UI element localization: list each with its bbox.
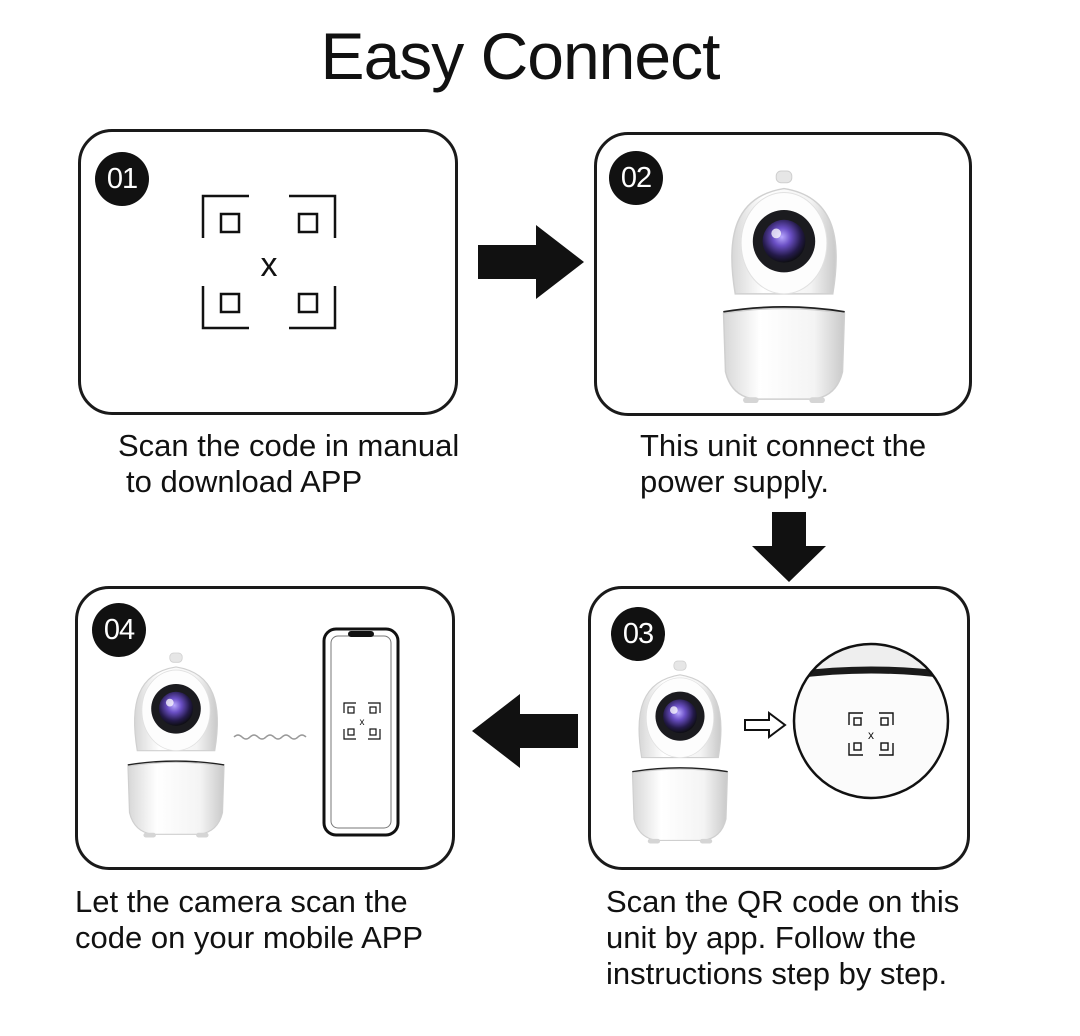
step-1-caption-line-1: Scan the code in manual	[118, 428, 460, 463]
magnifier-icon: x	[792, 642, 950, 800]
step-2-number-badge: 02	[609, 151, 663, 205]
page-title: Easy Connect	[320, 19, 721, 93]
step-3-caption: Scan the QR code on this unit by app. Fo…	[606, 884, 959, 992]
step-3-caption-line-1: Scan the QR code on this	[606, 884, 960, 919]
arrow-left-icon	[472, 694, 578, 768]
step-2-caption-line-1: This unit connect the	[640, 428, 927, 463]
step-3-number-badge: 03	[611, 607, 665, 661]
step-2-panel: 02	[594, 132, 972, 416]
step-4-number-badge: 04	[92, 603, 146, 657]
step-3-caption-line-2: unit by app. Follow the	[606, 920, 917, 955]
camera-icon	[126, 651, 226, 840]
phone-qr-glyph: x	[360, 717, 365, 728]
step-2-caption: This unit connect the power supply.	[640, 428, 926, 500]
step-3-panel: 03 x	[588, 586, 970, 870]
step-4-caption-line-2: code on your mobile APP	[75, 920, 424, 955]
camera-icon	[630, 659, 730, 846]
qr-center-glyph: x	[261, 246, 278, 284]
arrow-down-icon	[752, 512, 826, 582]
step-1-caption: Scan the code in manual to download APP	[118, 428, 459, 500]
camera-icon	[714, 171, 854, 405]
step-1-caption-line-2: to download APP	[126, 464, 363, 499]
magnified-qr-glyph: x	[868, 728, 874, 742]
hollow-arrow-icon	[744, 711, 787, 739]
arrow-right-icon	[478, 225, 584, 299]
step-3-caption-line-3: instructions step by step.	[606, 956, 948, 991]
qr-code-icon: x	[201, 194, 337, 330]
smartphone-icon: x	[322, 627, 400, 837]
scan-link-line	[233, 734, 307, 740]
step-2-caption-line-2: power supply.	[640, 464, 829, 499]
step-1-panel: 01 x	[78, 129, 458, 415]
step-1-number-badge: 01	[95, 152, 149, 206]
step-4-caption-line-1: Let the camera scan the	[75, 884, 408, 919]
phone-qr-code	[343, 702, 381, 740]
step-4-panel: 04 x	[75, 586, 455, 870]
step-4-caption: Let the camera scan the code on your mob…	[75, 884, 423, 956]
